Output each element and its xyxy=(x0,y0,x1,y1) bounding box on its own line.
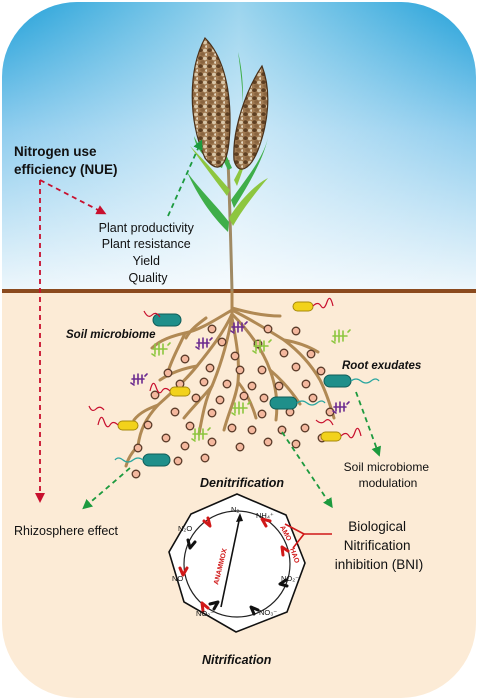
nue-line-1: Nitrogen use xyxy=(14,144,97,159)
microbe-green xyxy=(252,339,272,354)
modulation-line-1: Soil microbiome xyxy=(344,460,430,474)
bni-label: Biological Nitrification inhibition (BNI… xyxy=(335,519,424,572)
arrow-exudates-to-modulation xyxy=(355,391,381,457)
arrow-outcomes-to-plant xyxy=(167,139,203,217)
microbe-purple xyxy=(195,337,213,350)
chevron-red xyxy=(202,516,212,528)
bacterium xyxy=(97,416,139,431)
chevron-black xyxy=(249,605,260,616)
microbe-green xyxy=(231,401,251,416)
rhizosphere-label: Rhizosphere effect xyxy=(14,524,119,538)
cycle-nh4: NH₄⁺ xyxy=(256,511,274,520)
outcome-resistance: Plant resistance xyxy=(102,237,191,251)
bacterium xyxy=(320,427,362,442)
bni-line-1: Biological xyxy=(348,519,406,534)
bacterium xyxy=(269,396,326,410)
arrows xyxy=(35,139,381,510)
arrow-nue-to-plant-outcomes xyxy=(39,179,107,215)
yellow-bacteria xyxy=(97,297,362,442)
cycle-no2-bottom: NO₂⁻ xyxy=(196,609,214,618)
cycle-n2o: N₂O xyxy=(178,524,192,533)
exudate-strands xyxy=(88,310,334,426)
bacterium xyxy=(292,297,334,312)
ground-line xyxy=(2,289,476,293)
plant-leaf xyxy=(212,110,232,170)
anammox-arrowhead xyxy=(236,513,243,522)
arrow-root-to-cycle xyxy=(281,431,333,509)
microbe-purple xyxy=(130,373,148,386)
plant-leaf xyxy=(234,118,254,186)
grain-head-left xyxy=(191,37,231,168)
plant-leaf xyxy=(229,178,268,226)
chevron-black xyxy=(278,578,289,588)
teal-bacteria xyxy=(114,313,380,467)
outcome-quality: Quality xyxy=(129,271,169,285)
nitrification-label: Nitrification xyxy=(202,653,272,667)
plant-leaf xyxy=(231,138,268,208)
cycle-chevrons xyxy=(178,516,290,616)
microbe-purple xyxy=(332,401,350,414)
chevron-red xyxy=(280,545,290,557)
bacterium xyxy=(149,382,191,397)
soil-particles xyxy=(131,324,335,479)
labels: Nitrogen use efficiency (NUE) Plant prod… xyxy=(14,144,433,667)
modulation-line-2: modulation xyxy=(359,476,418,490)
root-exudates-label: Root exudates xyxy=(342,360,421,372)
soil-modulation-label: Soil microbiome modulation xyxy=(344,460,433,490)
chevron-black xyxy=(186,538,197,550)
soil-microbiome-label: Soil microbiome xyxy=(66,329,156,341)
nue-line-2: efficiency (NUE) xyxy=(14,162,118,177)
nitrogen-cycle: ANAMMOX N₂ NH₄⁺ N₂O NO NO₂⁻ NO₃⁻ NO₂⁻ AM… xyxy=(168,493,306,633)
cycle-octagon xyxy=(168,493,306,633)
anammox-line xyxy=(220,515,241,608)
bacterium xyxy=(152,313,182,327)
chevron-black xyxy=(208,600,220,611)
bni-connector xyxy=(284,523,332,549)
plant-outcomes: Plant productivity Plant resistance Yiel… xyxy=(99,221,198,285)
cycle-no2-right: NO₂⁻ xyxy=(281,574,299,583)
cycle-no3: NO₃⁻ xyxy=(259,608,277,617)
chevron-red xyxy=(260,517,272,528)
bni-line-3: inhibition (BNI) xyxy=(335,557,424,572)
plant xyxy=(187,37,269,292)
outcome-productivity: Plant productivity xyxy=(99,221,195,235)
microbe-purple xyxy=(230,321,248,334)
chevron-red xyxy=(178,566,189,577)
cycle-n2: N₂ xyxy=(231,505,239,514)
outcome-yield: Yield xyxy=(133,254,160,268)
plant-stem xyxy=(226,159,234,292)
microbe-green xyxy=(151,342,171,357)
bacterium xyxy=(114,453,171,467)
cycle-no-left: NO xyxy=(172,574,183,583)
chevron-red xyxy=(200,601,210,613)
microbe-green xyxy=(331,329,351,344)
grain-head-right xyxy=(233,64,269,170)
denitrification-label: Denitrification xyxy=(200,476,284,490)
cycle-ring xyxy=(183,510,291,618)
nue-label: Nitrogen use efficiency (NUE) xyxy=(14,144,118,177)
spiky-microbes xyxy=(130,321,351,442)
arrow-root-to-rhizosphere xyxy=(82,467,131,510)
bni-line-2: Nitrification xyxy=(344,538,411,553)
plant-leaf xyxy=(190,146,230,196)
plant-leaf xyxy=(187,172,229,232)
bacterium xyxy=(323,374,380,388)
microbe-green xyxy=(191,427,211,442)
